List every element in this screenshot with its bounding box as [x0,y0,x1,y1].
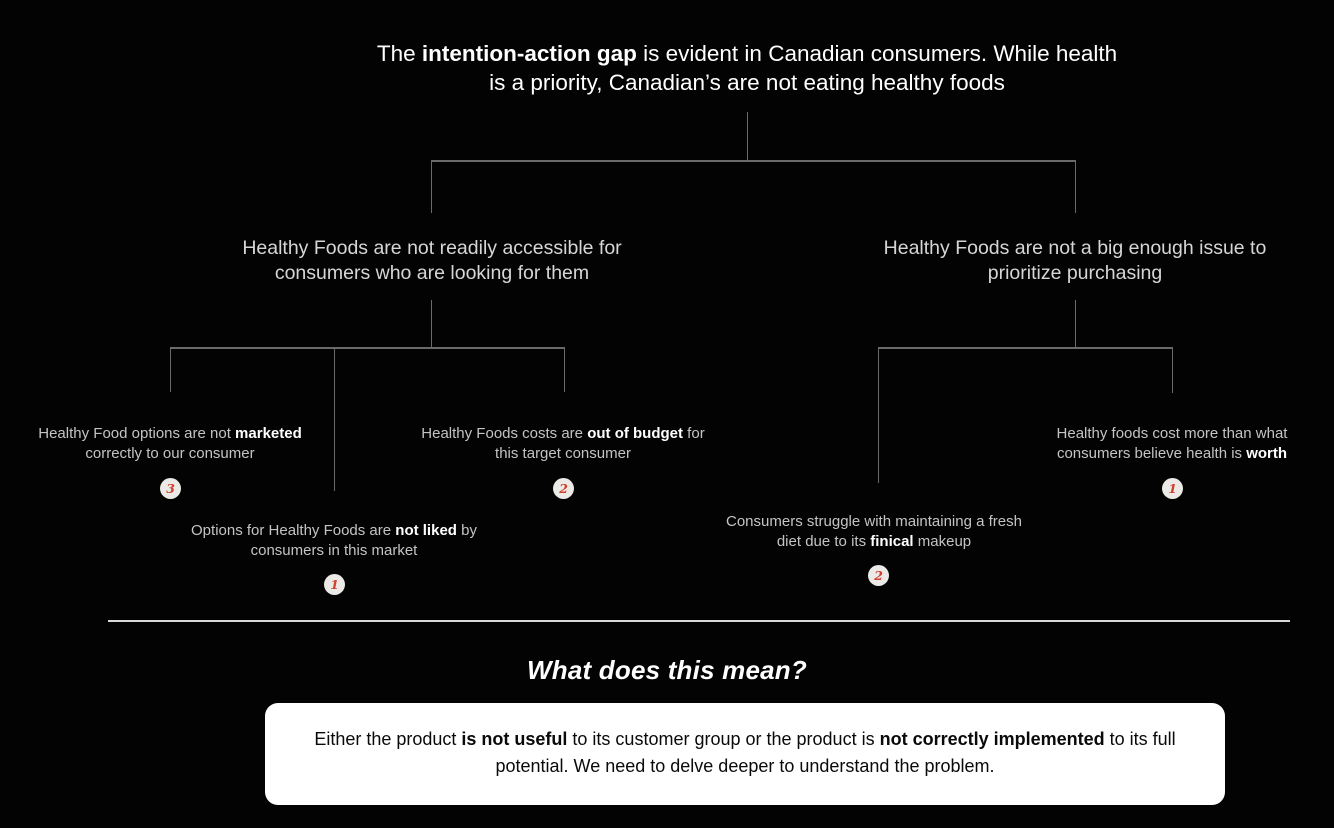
priority-badge-budget: 2 [553,478,574,499]
leaf-node-finical: Consumers struggle with maintaining a fr… [724,512,1024,553]
leaf-node-budget: Healthy Foods costs are out of budget fo… [413,424,713,465]
connector-right-leg-outer [1171,347,1174,393]
leaf-marketed-post: correctly to our consumer [85,445,255,463]
leaf-not-liked-highlight: not liked [395,522,457,539]
slide-title: The intention-action gap is evident in C… [367,40,1127,98]
branch-node-accessible-label: Healthy Foods are not readily accessible… [242,237,622,284]
callout-part-1: Either the product [314,729,462,749]
connector-right-stem [1074,300,1077,348]
connector-root-left-leg [430,160,433,213]
leaf-budget-post: for this target consumer [495,425,705,463]
branch-node-priority: Healthy Foods are not a big enough issue… [875,236,1275,285]
conclusion-callout: Either the product is not useful to its … [265,703,1225,805]
callout-highlight-2: not correctly implemented [879,729,1105,749]
leaf-node-not-liked: Options for Healthy Foods are not liked … [184,521,484,562]
priority-badge-worth: 1 [1162,478,1183,499]
connector-left-leg-outer [169,347,172,392]
connector-left-leg-middle [333,347,336,491]
leaf-budget-pre: Healthy Foods costs are [421,425,588,442]
connector-root-bar [431,160,1076,162]
connector-right-bar [878,347,1173,349]
callout-part-2: to its customer group or the product is [567,729,880,749]
section-heading: What does this mean? [527,655,807,685]
slide-title-highlight: intention-action gap [421,41,637,66]
leaf-finical-pre: Consumers struggle with maintaining a fr… [726,513,1022,551]
branch-node-accessible: Healthy Foods are not readily accessible… [232,236,632,285]
section-divider [108,620,1290,622]
connector-root-right-leg [1074,160,1077,213]
leaf-node-worth: Healthy foods cost more than what consum… [1022,424,1322,465]
leaf-worth-pre: Healthy foods cost more than what consum… [1056,425,1288,463]
slide-title-pre: The [376,41,422,66]
leaf-finical-post: makeup [913,533,972,551]
connector-left-bar [170,347,564,349]
priority-badge-marketed: 3 [160,478,181,499]
connector-left-stem [430,300,433,348]
leaf-marketed-pre: Healthy Food options are not [38,425,236,442]
leaf-finical-highlight: finical [870,533,914,551]
priority-badge-not-liked: 1 [324,574,345,595]
leaf-not-liked-post: by consumers in this market [250,522,477,560]
leaf-worth-highlight: worth [1246,445,1288,463]
connector-right-leg-inner [877,347,880,483]
leaf-budget-highlight: out of budget [587,425,684,442]
slide-title-post: is evident in Canadian consumers. While … [489,41,1118,95]
leaf-node-marketed: Healthy Food options are not marketed co… [20,424,320,465]
priority-badge-finical: 2 [868,565,889,586]
leaf-marketed-highlight: marketed [235,425,302,442]
branch-node-priority-label: Healthy Foods are not a big enough issue… [883,237,1267,284]
callout-part-3: to its full potential. We need to delve … [495,729,1176,776]
connector-left-leg-inner [563,347,566,392]
callout-highlight-1: is not useful [461,729,568,749]
leaf-not-liked-pre: Options for Healthy Foods are [191,522,396,539]
connector-root-stem [746,112,749,161]
